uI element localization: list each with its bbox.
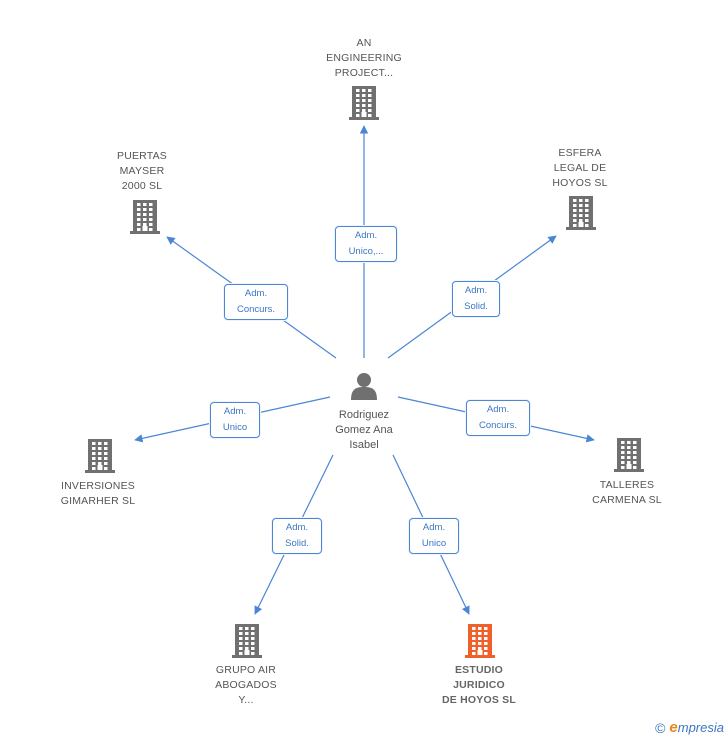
company-name-line: 2000 SL bbox=[121, 180, 163, 192]
brand-rest: mpresia bbox=[677, 720, 724, 735]
company-name-line: PUERTAS bbox=[116, 150, 168, 162]
edge-role-line: Concurs. bbox=[236, 304, 275, 315]
company-name-line: JURIDICO bbox=[453, 679, 505, 691]
edge-role-talleres-carmena[interactable]: Adm. Concurs. bbox=[466, 400, 530, 436]
company-name-line: INVERSIONES bbox=[61, 480, 135, 492]
company-label-estudio-juridico[interactable]: ESTUDIO JURIDICO DE HOYOS SL bbox=[409, 663, 549, 708]
center-name-line: Gomez Ana bbox=[335, 424, 393, 436]
edge-role-line: Adm. bbox=[422, 522, 446, 533]
edge-role-inversiones-gimarher[interactable]: Adm. Unico bbox=[210, 402, 260, 438]
company-name-line: PROJECT... bbox=[334, 67, 394, 79]
edge-role-line: Adm. bbox=[464, 285, 488, 296]
company-name-line: TALLERES bbox=[599, 479, 655, 491]
edge-role-estudio-juridico[interactable]: Adm. Unico bbox=[409, 518, 459, 554]
company-name-line: Y... bbox=[238, 694, 254, 706]
center-person-label[interactable]: Rodriguez Gomez Ana Isabel bbox=[304, 408, 424, 453]
brand-logo[interactable]: empresia bbox=[669, 719, 724, 736]
company-name-line: ENGINEERING bbox=[326, 52, 402, 64]
company-name-line: HOYOS SL bbox=[552, 177, 608, 189]
building-icon[interactable] bbox=[566, 196, 596, 230]
edge-role-line: Adm. bbox=[354, 230, 378, 241]
edge-role-esfera-legal[interactable]: Adm. Solid. bbox=[452, 281, 500, 317]
edge-role-line: Unico bbox=[222, 422, 248, 433]
company-name-line: AN bbox=[356, 37, 372, 49]
edge-role-puertas-mayser[interactable]: Adm. Concurs. bbox=[224, 284, 288, 320]
edge-role-line: Adm. bbox=[244, 288, 268, 299]
company-name-line: GIMARHER SL bbox=[60, 495, 136, 507]
building-icon[interactable] bbox=[130, 200, 160, 234]
company-name-line: CARMENA SL bbox=[592, 494, 662, 506]
company-name-line: DE HOYOS SL bbox=[442, 694, 516, 706]
brand-initial: e bbox=[669, 719, 678, 736]
center-name-line: Rodriguez bbox=[338, 409, 390, 421]
person-icon[interactable] bbox=[351, 373, 377, 400]
edge-role-line: Adm. bbox=[285, 522, 309, 533]
copyright-icon: © bbox=[655, 719, 666, 736]
edge-role-line: Solid. bbox=[285, 538, 309, 549]
company-name-line: MAYSER bbox=[119, 165, 165, 177]
company-name-line: ESTUDIO bbox=[454, 664, 504, 676]
edge-role-line: Adm. bbox=[223, 406, 247, 417]
company-label-inversiones-gimarher[interactable]: INVERSIONES GIMARHER SL bbox=[28, 479, 168, 509]
company-label-grupo-air[interactable]: GRUPO AIR ABOGADOS Y... bbox=[176, 663, 316, 708]
edge-role-an-engineering[interactable]: Adm. Unico,... bbox=[335, 226, 397, 262]
building-icon[interactable] bbox=[85, 439, 115, 473]
company-name-line: GRUPO AIR bbox=[215, 664, 277, 676]
company-name-line: ABOGADOS bbox=[215, 679, 277, 691]
company-label-talleres-carmena[interactable]: TALLERES CARMENA SL bbox=[557, 478, 697, 508]
company-label-an-engineering[interactable]: AN ENGINEERING PROJECT... bbox=[294, 36, 434, 81]
company-label-esfera-legal[interactable]: ESFERA LEGAL DE HOYOS SL bbox=[510, 146, 650, 191]
edge-role-line: Unico bbox=[421, 538, 447, 549]
building-icon[interactable] bbox=[465, 624, 495, 658]
building-icon[interactable] bbox=[349, 86, 379, 120]
edge-role-line: Adm. bbox=[486, 404, 510, 415]
edge-role-line: Concurs. bbox=[478, 420, 517, 431]
building-icon[interactable] bbox=[232, 624, 262, 658]
company-label-puertas-mayser[interactable]: PUERTAS MAYSER 2000 SL bbox=[72, 149, 212, 194]
company-name-line: ESFERA bbox=[558, 147, 602, 159]
edge-role-line: Solid. bbox=[464, 301, 488, 312]
edge-role-line: Unico,... bbox=[348, 246, 384, 257]
company-name-line: LEGAL DE bbox=[553, 162, 607, 174]
footer-brand[interactable]: © empresia bbox=[655, 719, 724, 736]
edge-role-grupo-air[interactable]: Adm. Solid. bbox=[272, 518, 322, 554]
center-name-line: Isabel bbox=[349, 439, 379, 451]
building-icon[interactable] bbox=[614, 438, 644, 472]
